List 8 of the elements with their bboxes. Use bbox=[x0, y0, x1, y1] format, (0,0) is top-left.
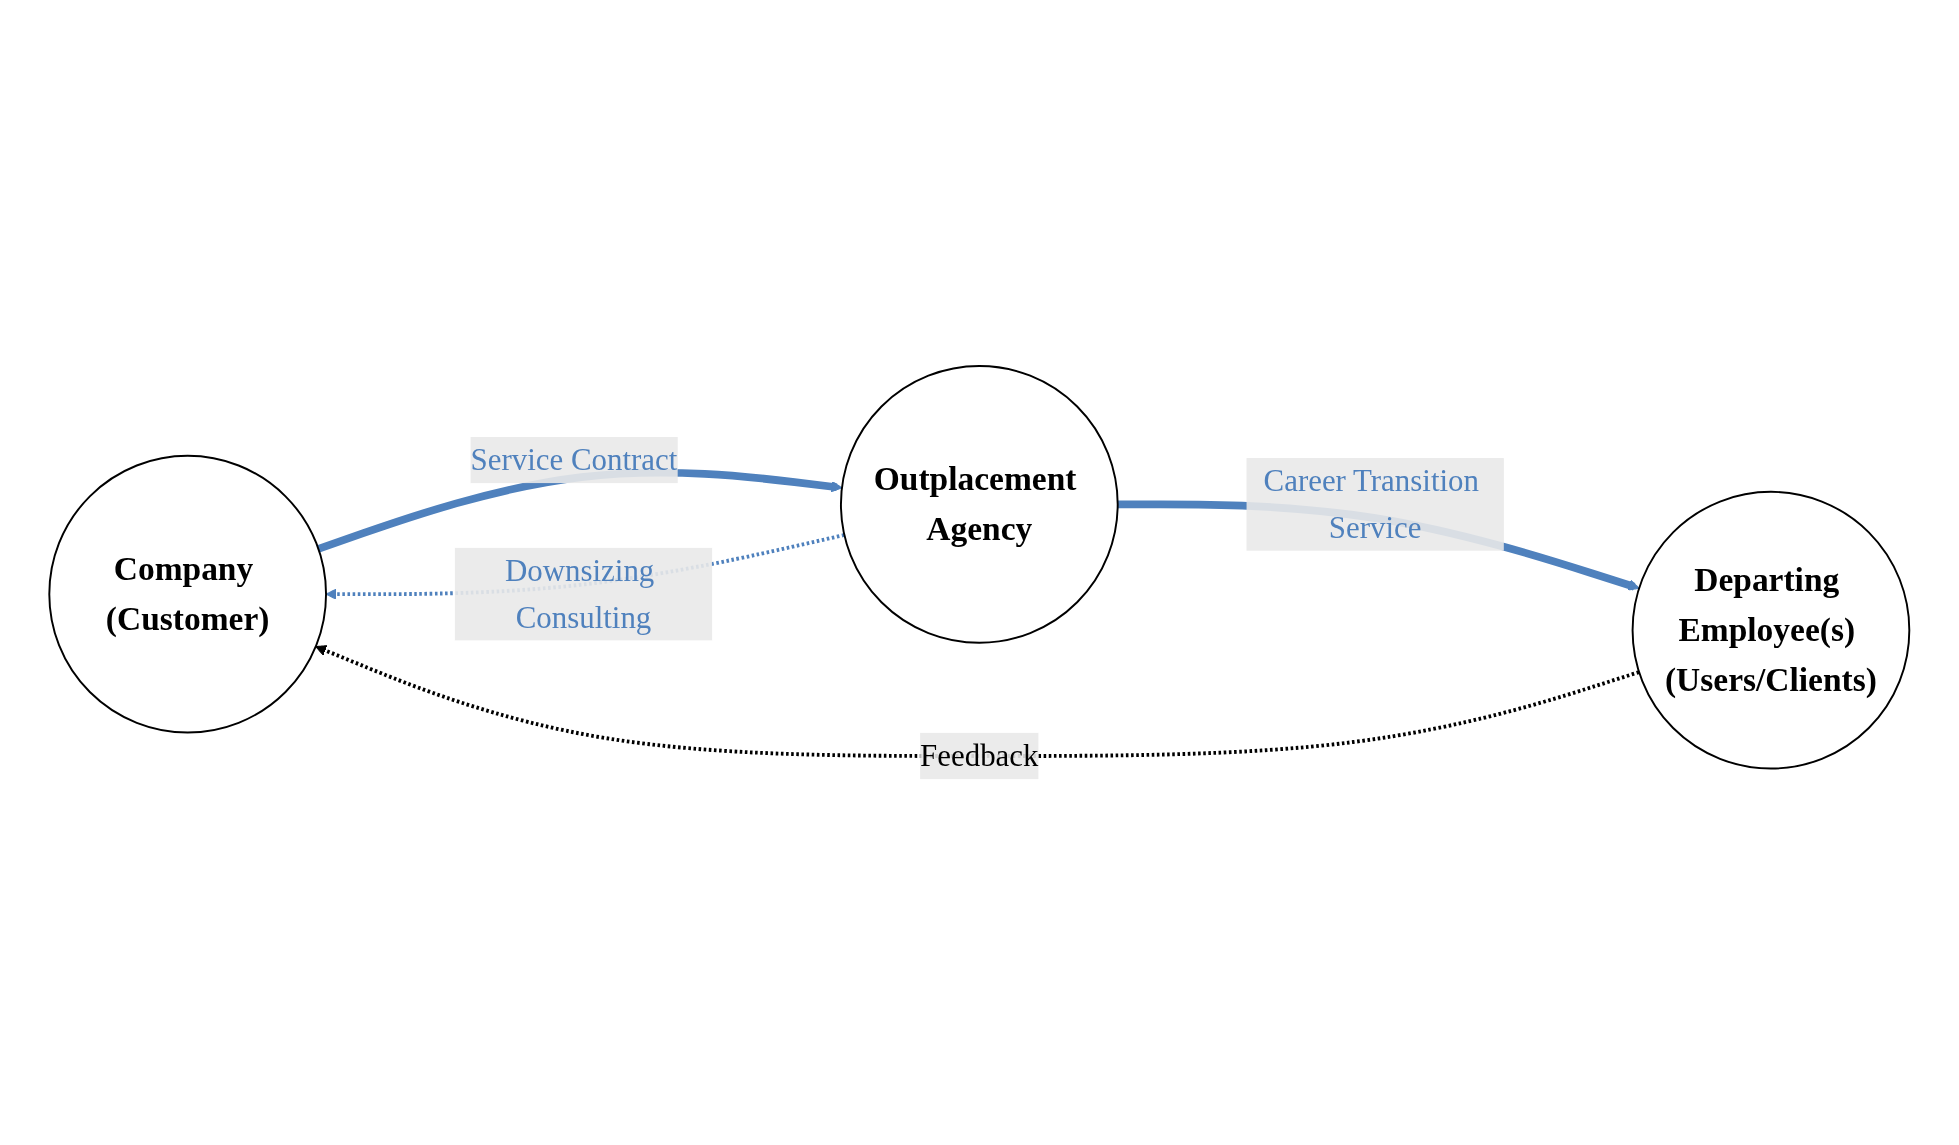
edge-label: Downsizing Consulting bbox=[505, 554, 655, 634]
node-circle: Departing Employee(s) (Users/Clients) bbox=[1631, 490, 1911, 770]
edge-label: Service Contract bbox=[470, 443, 678, 477]
edge-label: Career Transition Service bbox=[1263, 464, 1480, 545]
node-circle: Outplacement Agency bbox=[840, 364, 1119, 644]
node-circle: Company (Customer) bbox=[48, 454, 328, 734]
arrow bbox=[315, 645, 1640, 758]
edge-label: Feedback bbox=[920, 739, 1039, 773]
